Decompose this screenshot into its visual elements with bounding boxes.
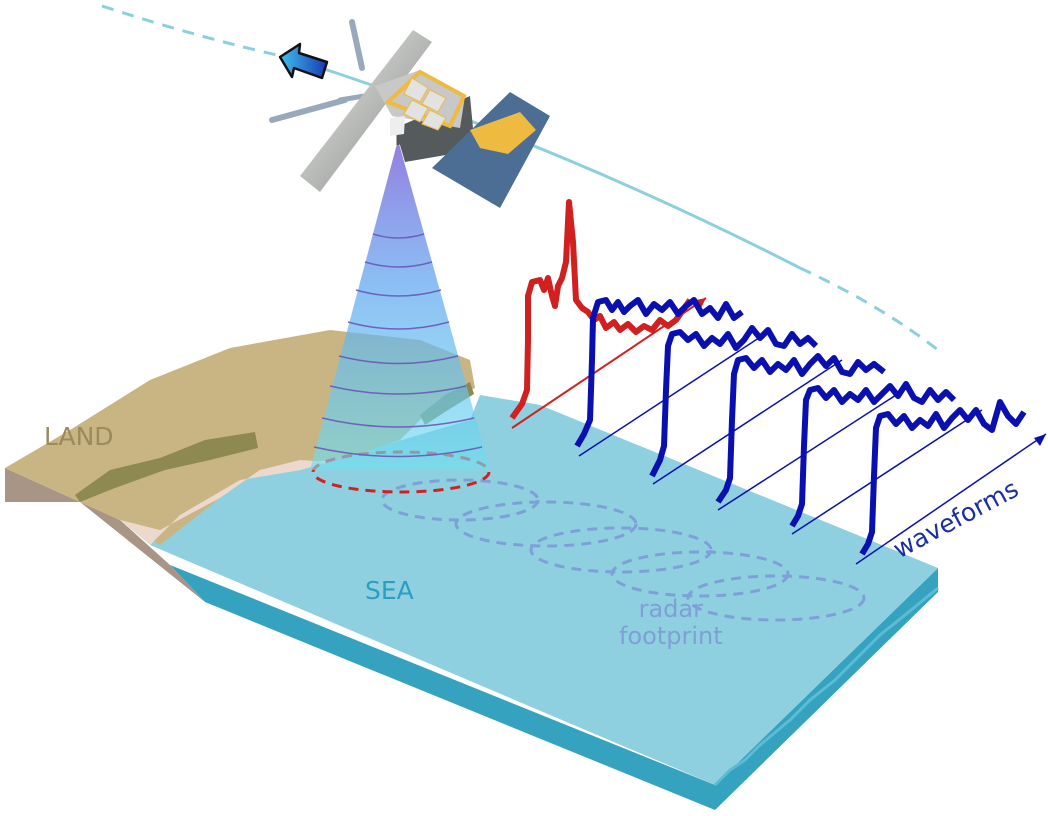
footprint-ocean-5 [686, 574, 866, 622]
footprint-ocean-2 [454, 500, 638, 548]
footprint-ocean-4 [610, 550, 790, 598]
waveform-ocean-5 [855, 399, 1047, 565]
waveform-ocean-1 [574, 297, 769, 457]
radar-footprint-label: radar footprint [619, 596, 723, 650]
land-label: LAND [44, 422, 114, 451]
radar-footprint-label-line2: footprint [619, 622, 723, 650]
footprint-ocean-1 [380, 478, 540, 522]
waveform-coastal [509, 199, 707, 429]
radar-footprint-label-line1: radar [638, 595, 703, 623]
satellite-icon [269, 19, 550, 208]
orbit-path [101, 4, 939, 352]
waveform-ocean-3 [715, 353, 911, 511]
waveform-ocean-4 [789, 381, 983, 535]
sea-label: SEA [365, 576, 414, 605]
sea-block [150, 395, 939, 810]
waveform-ocean-2 [649, 325, 843, 485]
direction-arrow-icon [278, 42, 329, 80]
footprint-ocean-3 [529, 526, 713, 574]
radar-beam [310, 140, 490, 470]
